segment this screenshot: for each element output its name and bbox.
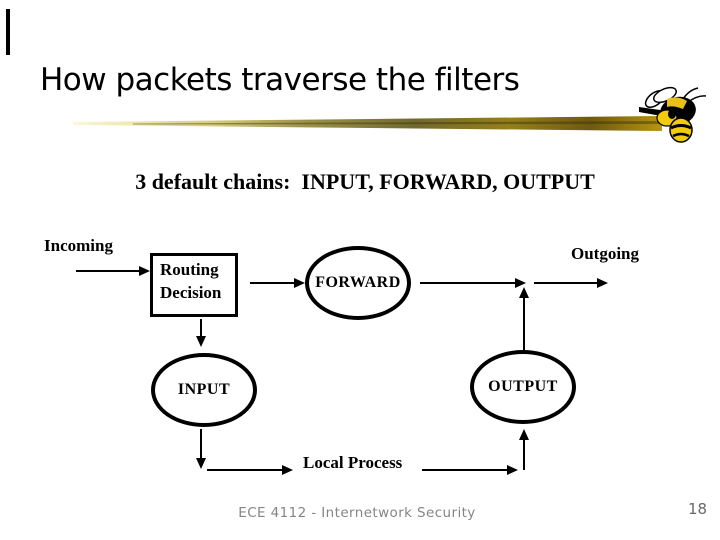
arrow-forward-out-line (420, 282, 517, 284)
arrow-incoming-line (76, 270, 141, 272)
arrow-to-local-line (207, 469, 284, 471)
arrow-input-down-head (196, 458, 206, 469)
slide-title: How packets traverse the filters (40, 62, 520, 98)
arrow-box-input-line (200, 319, 202, 337)
arrow-output-up-line (523, 297, 525, 350)
local-process-label: Local Process (303, 453, 403, 472)
arrow-box-input-head (196, 336, 206, 347)
footer-course-label: ECE 4112 - Internetwork Security (238, 505, 476, 521)
arrow-incoming-head (139, 266, 150, 276)
output-chain-label: OUTPUT (488, 378, 558, 395)
arrow-outgoing-line (534, 282, 598, 284)
arrow-up-output-head (519, 429, 529, 440)
outgoing-label: Outgoing (571, 244, 640, 263)
arrow-to-local-head (282, 465, 293, 475)
arrow-local-out-head (507, 465, 518, 475)
page-number: 18 (688, 500, 708, 518)
output-chain-ellipse: OUTPUT (470, 350, 576, 424)
input-chain-ellipse: INPUT (151, 353, 257, 427)
arrow-box-forward-head (294, 278, 305, 288)
arrow-forward-out-head (515, 278, 526, 288)
arrow-input-down-line (200, 429, 202, 459)
gold-divider-rule (73, 116, 662, 131)
arrow-outgoing-head (597, 278, 608, 288)
forward-chain-ellipse: FORWARD (305, 246, 411, 320)
subtitle-chains: 3 default chains: INPUT, FORWARD, OUTPUT (135, 169, 595, 194)
bee-icon (639, 86, 707, 143)
routing-decision-box: Routing Decision (150, 253, 238, 317)
input-chain-label: INPUT (177, 381, 231, 398)
arrow-up-output-line (523, 440, 525, 470)
forward-chain-label: FORWARD (315, 274, 401, 291)
arrow-output-up-head (519, 287, 529, 298)
arrow-box-forward-line (250, 282, 296, 284)
arrow-local-out-line (422, 469, 509, 471)
corner-mark (6, 9, 10, 55)
incoming-label: Incoming (44, 236, 113, 255)
